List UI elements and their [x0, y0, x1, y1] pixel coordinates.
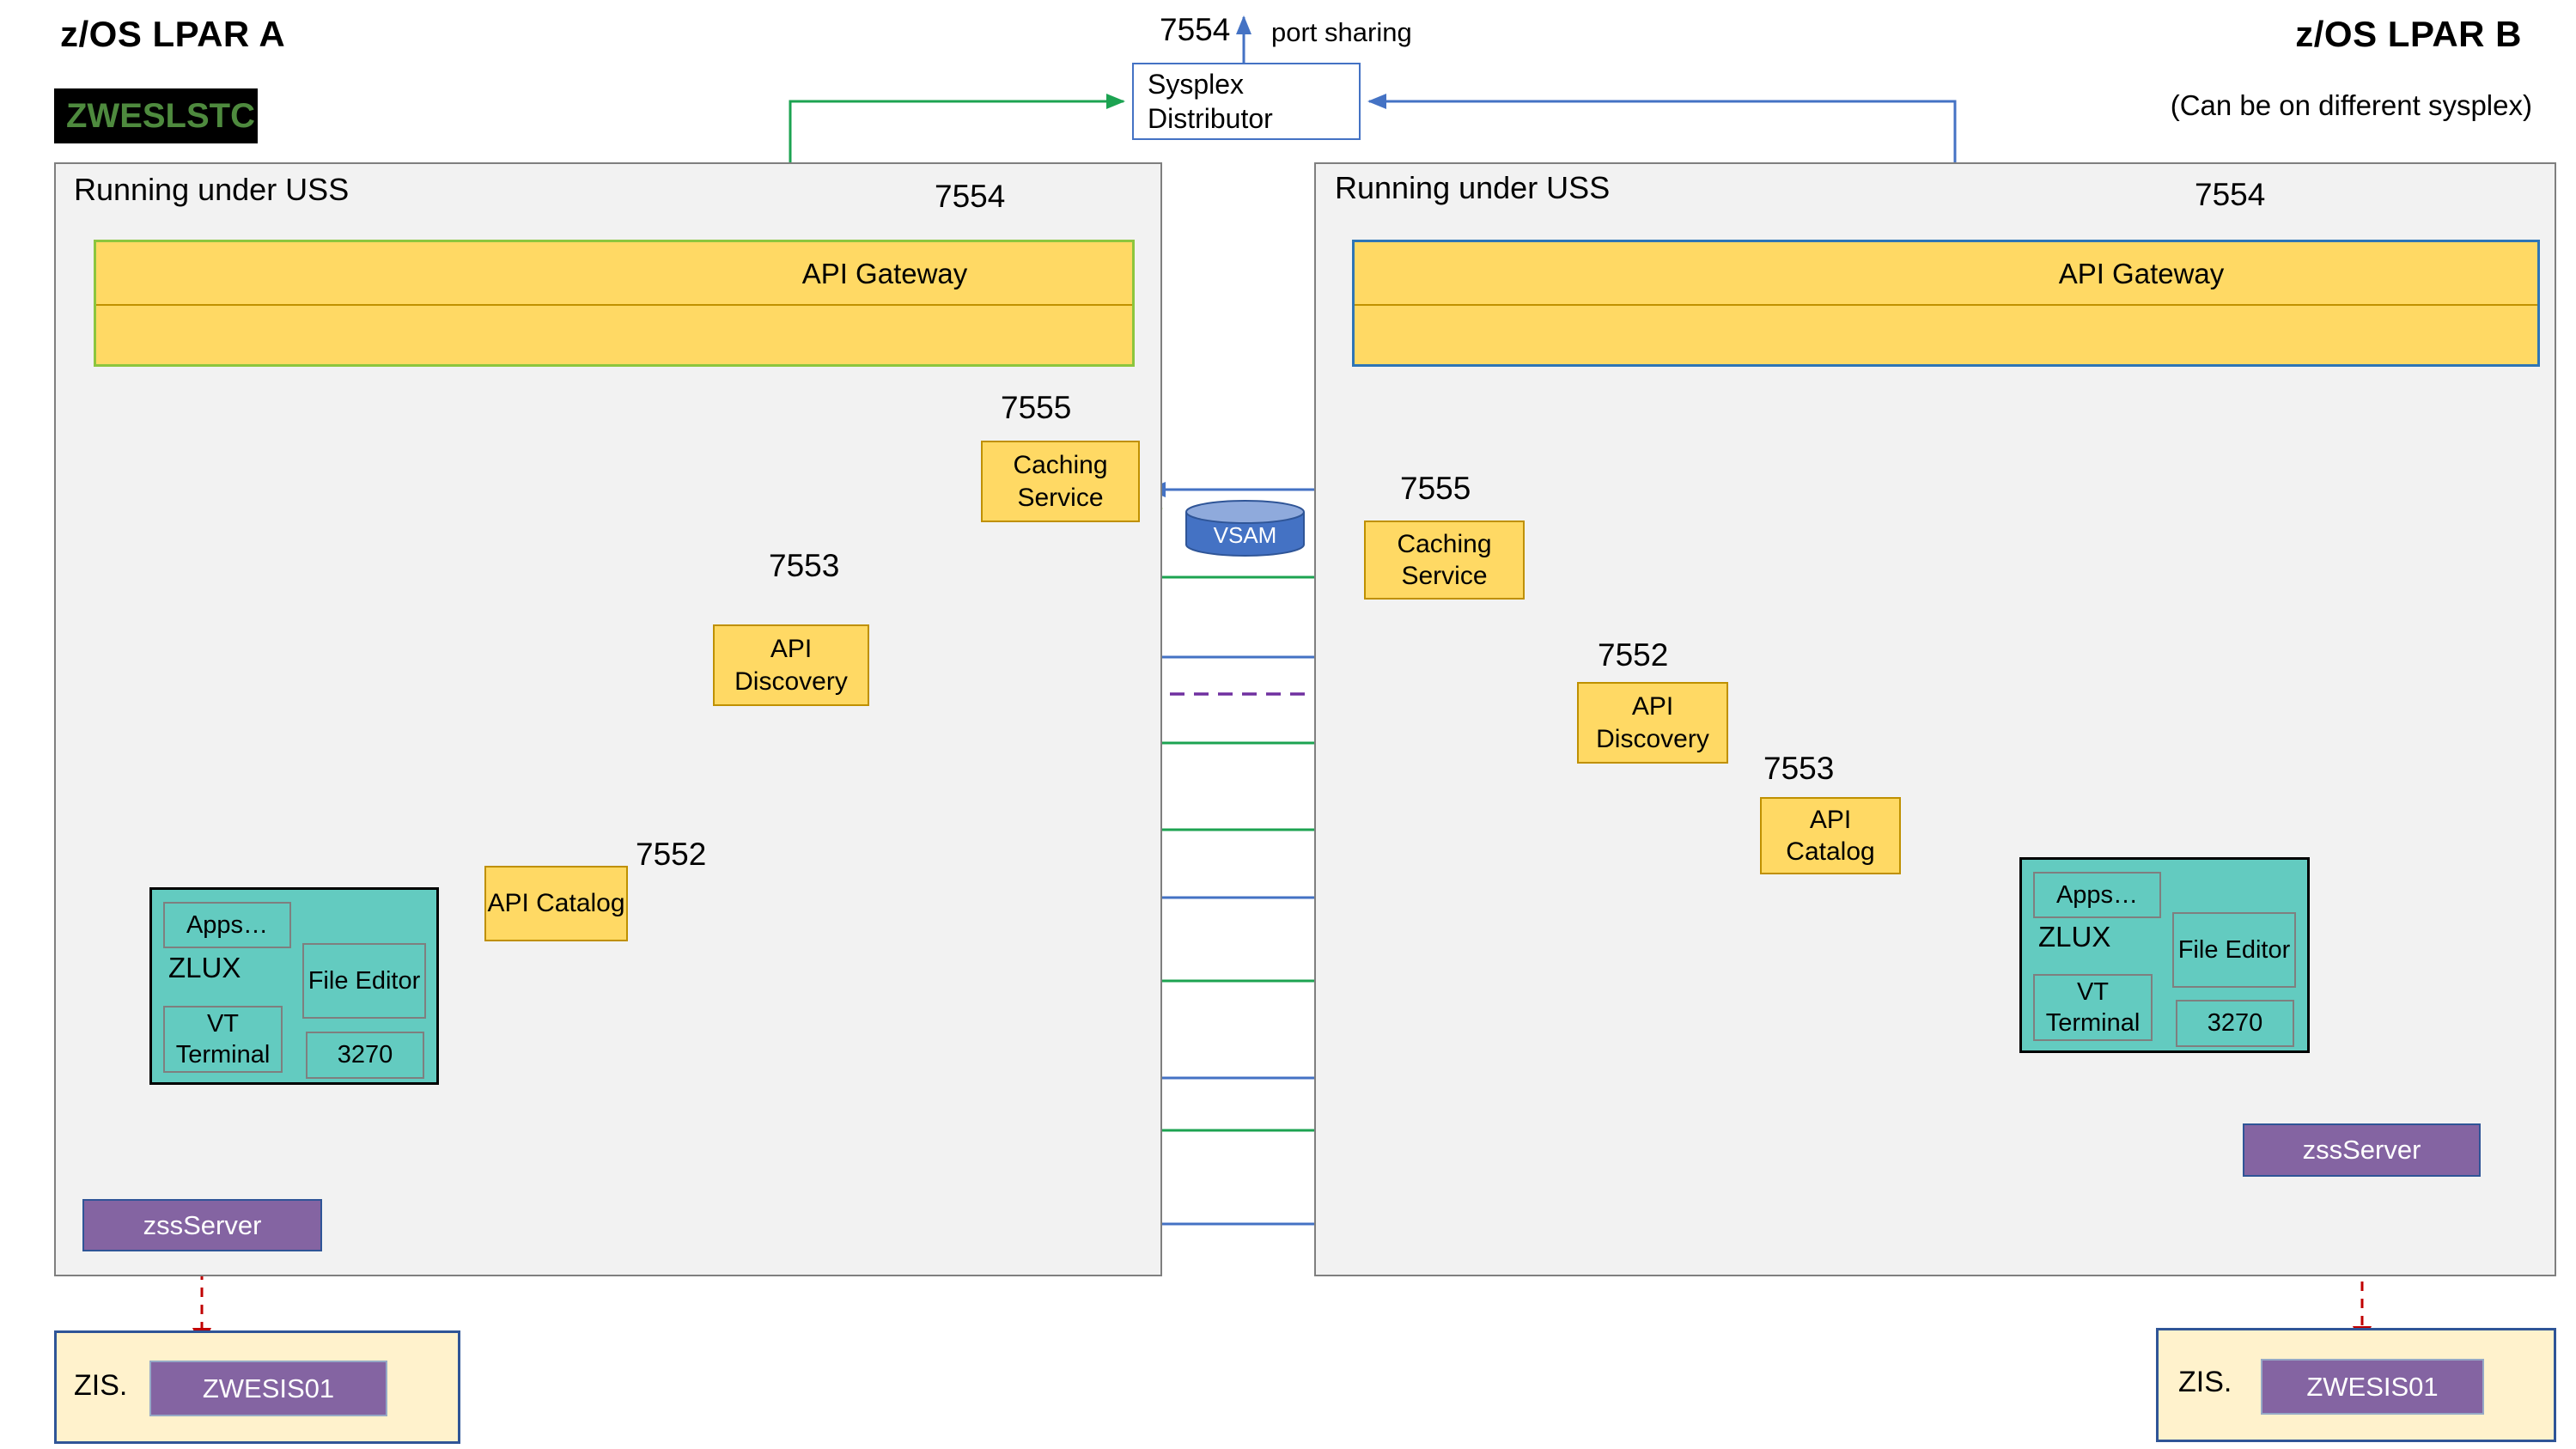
api-gateway-b: [1352, 240, 2540, 367]
zlux-b-3270: 3270: [2176, 1000, 2294, 1047]
zlux-b-file-editor: File Editor: [2172, 912, 2296, 988]
caching-service-a: Caching Service: [981, 441, 1140, 522]
gateway-b-port: 7554: [2195, 177, 2266, 212]
api-catalog-a: API Catalog: [484, 866, 628, 941]
zss-server-b: zssServer: [2243, 1123, 2481, 1177]
zlux-a-apps: Apps…: [163, 902, 291, 948]
lpar-b-title: z/OS LPAR B: [2295, 14, 2522, 54]
zlux-a-3270: 3270: [306, 1032, 424, 1079]
api-gateway-b-label: API Gateway: [2058, 258, 2225, 289]
zweslstc-badge: ZWESLSTC: [54, 88, 258, 143]
caching-b-port: 7555: [1400, 471, 1471, 506]
zlux-b-vt-terminal: VT Terminal: [2033, 974, 2153, 1041]
api-gateway-a: [94, 240, 1135, 367]
api-discovery-b: API Discovery: [1577, 682, 1728, 764]
zlux-b-apps: Apps…: [2033, 872, 2161, 918]
sysplex-distributor-box: Sysplex Distributor: [1132, 63, 1361, 140]
catalog-a-port: 7552: [636, 837, 707, 872]
api-gateway-a-label: API Gateway: [801, 258, 968, 289]
zlux-a-file-editor: File Editor: [302, 943, 426, 1019]
panel-b-header: Running under USS: [1335, 170, 1611, 205]
discovery-a-port: 7553: [769, 548, 840, 583]
lpar-a-title: z/OS LPAR A: [60, 14, 286, 54]
zwesis01-b: ZWESIS01: [2261, 1359, 2484, 1415]
vsam-label: VSAM: [1213, 522, 1277, 548]
panel-a-header: Running under USS: [74, 172, 350, 207]
distributor-port: 7554: [1160, 12, 1231, 47]
zlux-b-label: ZLUX: [2038, 921, 2111, 953]
catalog-b-port: 7553: [1763, 751, 1835, 786]
zlux-a-vt-terminal: VT Terminal: [163, 1006, 283, 1073]
caching-a-port: 7555: [1001, 390, 1072, 425]
zwesis01-a: ZWESIS01: [149, 1361, 387, 1416]
zis-b-label: ZIS.: [2178, 1366, 2232, 1398]
gateway-a-divider: [96, 304, 1132, 306]
discovery-b-port: 7552: [1598, 637, 1669, 673]
port-sharing-note: port sharing: [1271, 17, 1412, 47]
caching-service-b: Caching Service: [1364, 521, 1525, 600]
zss-server-a: zssServer: [82, 1199, 322, 1251]
zis-a-label: ZIS.: [74, 1369, 128, 1402]
zlux-a-label: ZLUX: [168, 952, 241, 983]
sysplex-distributor-label: Sysplex Distributor: [1148, 69, 1273, 134]
api-discovery-a: API Discovery: [713, 624, 869, 706]
gateway-a-port: 7554: [935, 179, 1006, 214]
api-catalog-b: API Catalog: [1760, 797, 1901, 874]
gateway-b-divider: [1355, 304, 2537, 306]
lpar-b-subtitle: (Can be on different sysplex): [2170, 89, 2532, 121]
